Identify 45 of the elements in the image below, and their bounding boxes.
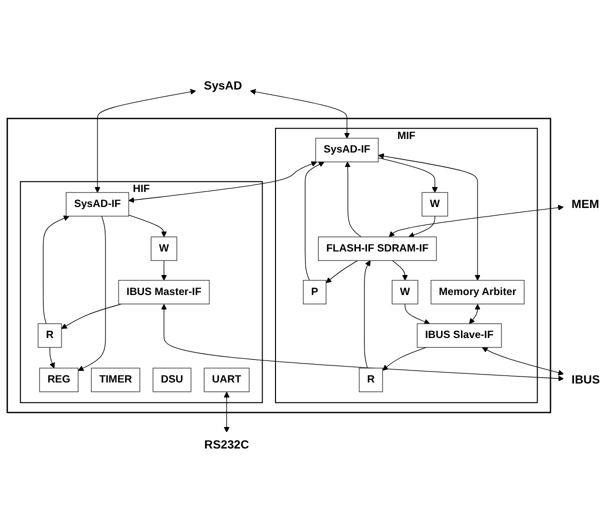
arrow	[326, 260, 358, 284]
node-box: P	[302, 280, 326, 304]
node-box: SysAD-IF	[315, 138, 379, 162]
node-text: IBUS	[572, 373, 600, 386]
arrow	[408, 216, 436, 238]
arrow	[94, 88, 196, 193]
arrow	[304, 162, 324, 281]
arrow	[392, 260, 408, 281]
cluster	[6, 118, 552, 414]
arrow	[404, 304, 430, 324]
node-text: SysAD	[204, 79, 242, 92]
arrow	[469, 304, 480, 324]
arrow	[128, 161, 317, 203]
arrow	[161, 304, 564, 382]
arrow	[378, 157, 438, 193]
node-box: TIMER	[90, 368, 140, 392]
arrow	[78, 216, 106, 371]
arrow	[388, 204, 564, 238]
node-box: FLASH-IF SDRAM-IF	[318, 236, 437, 261]
arrow	[250, 89, 350, 138]
node-box: DSU	[152, 368, 192, 392]
node-box: SysAD-IF	[66, 192, 130, 216]
node-text: MEM	[572, 197, 600, 211]
arrow	[482, 347, 564, 376]
node-text: RS232C	[204, 438, 250, 452]
node-box: UART	[204, 368, 250, 392]
arrow	[344, 162, 362, 238]
arrow	[378, 153, 480, 281]
arrow	[42, 216, 70, 324]
node-box: R	[358, 368, 383, 392]
arrow	[128, 214, 167, 238]
arrow	[382, 347, 427, 371]
node-box: Memory Arbiter	[430, 280, 525, 304]
arrow	[161, 260, 167, 281]
node-box: W	[422, 192, 448, 216]
arrow	[224, 392, 230, 432]
node-box: REG	[39, 368, 78, 392]
node-box: R	[38, 323, 62, 348]
arrow	[61, 304, 122, 329]
arrow	[49, 347, 55, 368]
node-box: IBUS Slave-IF	[416, 323, 502, 348]
node-box: IBUS Master-IF	[118, 280, 210, 304]
node-box: W	[150, 236, 178, 261]
node-box: W	[392, 280, 418, 304]
arrow	[364, 260, 371, 368]
